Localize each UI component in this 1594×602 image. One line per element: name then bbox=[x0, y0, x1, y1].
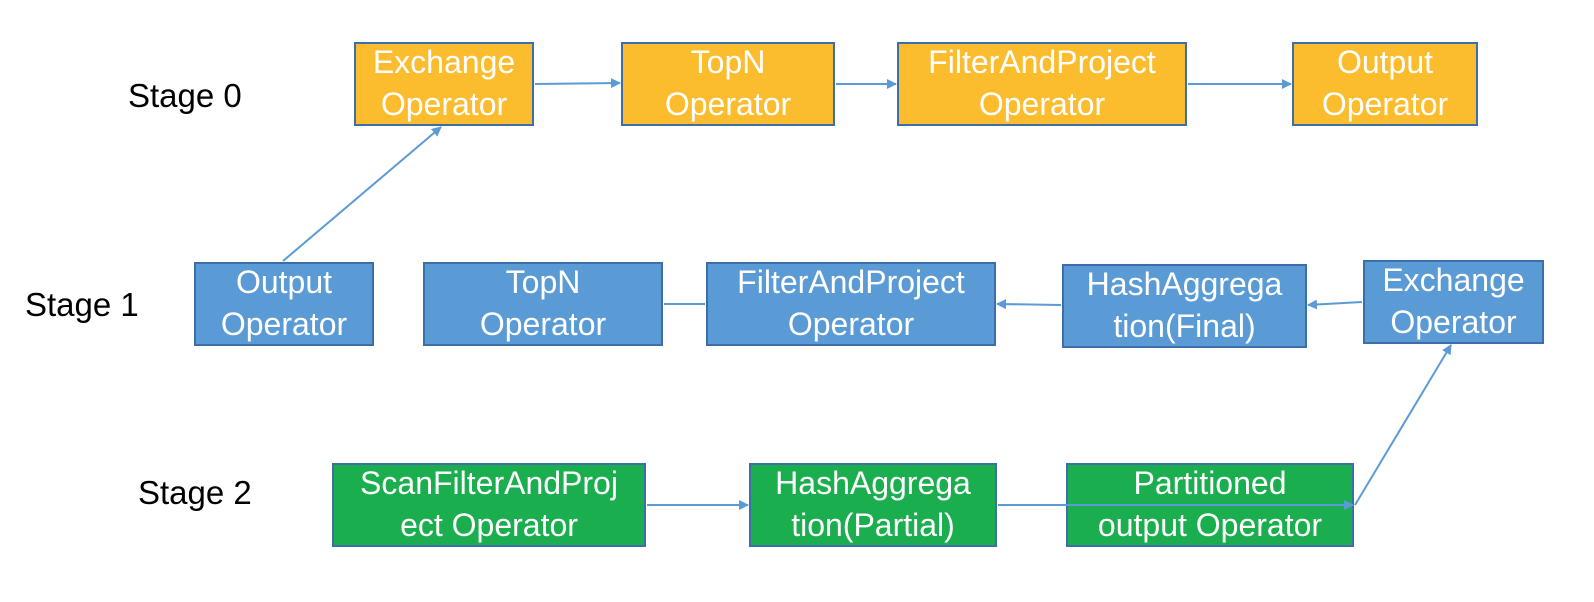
operator-label-line1: TopN bbox=[690, 44, 766, 81]
stage-1-exchange-operator: Exchange Operator bbox=[1363, 260, 1544, 344]
stage-1-hashaggregation-final-operator: HashAggrega tion(Final) bbox=[1062, 264, 1307, 348]
stage-0-exchange-operator: Exchange Operator bbox=[354, 42, 534, 126]
operator-label-line2: Operator bbox=[220, 306, 348, 342]
operator-label-line1: HashAggrega bbox=[1086, 266, 1283, 303]
operator-label-line1: HashAggrega bbox=[775, 465, 971, 502]
stage-1-topn-operator: TopN Operator bbox=[423, 262, 663, 346]
stage-0-filterandproject-operator: FilterAndProject Operator bbox=[897, 42, 1187, 126]
arrow-s1-output-to-s0-exchange bbox=[282, 126, 442, 262]
stage-0-topn-operator: TopN Operator bbox=[621, 42, 835, 126]
stage-2-partitioned-output-operator: Partitioned output Operator bbox=[1066, 463, 1354, 547]
operator-label-line2: Operator bbox=[479, 306, 607, 342]
operator-label-line1: FilterAndProject bbox=[928, 44, 1156, 81]
operator-label-line2: Operator bbox=[664, 86, 792, 122]
operator-label-line1: Exchange bbox=[1382, 262, 1525, 299]
stage-2-label: Stage 2 bbox=[138, 474, 252, 511]
operator-label-line2: Operator bbox=[787, 306, 915, 342]
operator-label-line1: Exchange bbox=[372, 44, 516, 81]
stage-1-filterandproject-operator: FilterAndProject Operator bbox=[706, 262, 996, 346]
stage-1-label: Stage 1 bbox=[25, 286, 139, 323]
operator-label-line2: ect Operator bbox=[400, 507, 578, 543]
arrow-s2-partitioned-to-s1-exchange bbox=[1354, 344, 1452, 506]
arrow-hashagg-to-filter-s1 bbox=[996, 299, 1062, 310]
stage-1-output-operator: Output Operator bbox=[194, 262, 374, 346]
operator-label-line1: Partitioned bbox=[1133, 465, 1287, 502]
operator-label-line2: output Operator bbox=[1097, 507, 1323, 543]
stage-2-scanfilterandproject-operator: ScanFilterAndProj ect Operator bbox=[332, 463, 646, 547]
stage-0-output-operator: Output Operator bbox=[1292, 42, 1478, 126]
operator-label-line2: tion(Partial) bbox=[791, 507, 955, 543]
arrow-exchange-to-topn-s0 bbox=[534, 78, 621, 89]
operator-label-line2: Operator bbox=[380, 86, 508, 122]
operator-label-line2: Operator bbox=[978, 86, 1106, 122]
operator-label-line2: Operator bbox=[1321, 86, 1449, 122]
operator-label-line1: ScanFilterAndProj bbox=[360, 465, 618, 502]
stage-0-label: Stage 0 bbox=[128, 77, 242, 114]
operator-label-line1: Output bbox=[1336, 44, 1434, 81]
operator-label-line1: FilterAndProject bbox=[737, 264, 965, 301]
arrow-exchange-to-hashagg-s1 bbox=[1307, 299, 1363, 310]
operator-label-line2: Operator bbox=[1390, 304, 1517, 340]
operator-label-line1: TopN bbox=[505, 264, 581, 301]
operator-label-line2: tion(Final) bbox=[1113, 308, 1256, 344]
operator-label-line1: Output bbox=[235, 264, 333, 301]
stage-2-hashaggregation-partial-operator: HashAggrega tion(Partial) bbox=[749, 463, 997, 547]
